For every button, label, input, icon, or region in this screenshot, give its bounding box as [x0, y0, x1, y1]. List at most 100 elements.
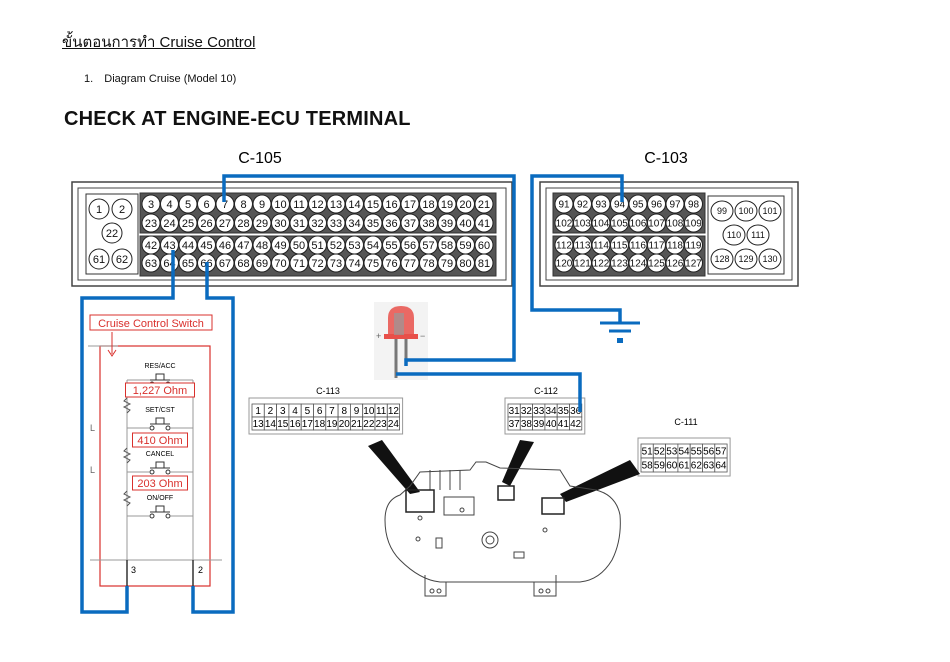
pin-label: 12	[311, 199, 323, 211]
diagram-title: CHECK AT ENGINE-ECU TERMINAL	[64, 108, 411, 130]
c113-pin-9: 9	[349, 403, 364, 418]
pin-label: 5	[305, 406, 311, 417]
pin-label: 1	[255, 406, 261, 417]
pin-label: 19	[441, 199, 453, 211]
pin-label: 46	[219, 240, 231, 252]
c111-pin-59: 59	[652, 457, 666, 473]
c105-pin-40: 40	[456, 213, 475, 233]
pin-label: 4	[166, 199, 172, 211]
pin-label: 27	[219, 218, 231, 230]
pin-label: 54	[367, 240, 379, 252]
pin-label: 62	[116, 254, 128, 266]
c103-pin-91: 91	[554, 194, 574, 214]
pin-label: 55	[385, 240, 397, 252]
pin-label: 81	[478, 258, 490, 270]
button-label: CANCEL	[146, 451, 175, 458]
c113-pin-5: 5	[300, 403, 314, 418]
c105-pin-53: 53	[345, 235, 364, 255]
pin-label: 11	[376, 406, 387, 417]
c103-pin-98: 98	[684, 194, 703, 214]
pin-label: 31	[509, 406, 521, 417]
pin-label: 117	[649, 241, 665, 252]
c105-pin-5: 5	[178, 194, 198, 214]
pin-label: 126	[667, 259, 684, 270]
c113-pin-6: 6	[313, 403, 327, 418]
pin-label: 91	[558, 200, 570, 211]
pin-label: 48	[256, 240, 268, 252]
c105-pin-13: 13	[326, 194, 346, 214]
c113-pin-14: 14	[263, 416, 277, 431]
pin-label: 7	[329, 406, 335, 417]
pin-label: 15	[367, 199, 379, 211]
pin-label: 97	[669, 200, 681, 211]
pin-label: 33	[330, 218, 342, 230]
button-label: RES/ACC	[144, 363, 175, 370]
pointer-c111	[560, 460, 640, 502]
c113-pin-20: 20	[337, 416, 351, 431]
pin-label: 61	[678, 461, 690, 472]
pin-label: 60	[666, 461, 678, 472]
c103-pin-111: 111	[746, 224, 770, 246]
pin-label: 12	[388, 406, 400, 417]
c112-pin-31: 31	[507, 403, 521, 418]
c112-pin-40: 40	[544, 416, 558, 431]
pin-label: 67	[219, 258, 231, 270]
c112-pin-35: 35	[556, 403, 570, 418]
pin-label: 74	[348, 258, 360, 270]
pin-label: 62	[691, 461, 703, 472]
pin-label: 52	[654, 447, 666, 458]
c112-pin-34: 34	[544, 403, 558, 418]
c105-pin-78: 78	[419, 253, 438, 273]
c105-pin-56: 56	[400, 235, 420, 255]
pin-label: 51	[311, 240, 323, 252]
led-tester: + −	[374, 302, 428, 380]
pin-label: 65	[182, 258, 194, 270]
pin-label: 5	[185, 199, 191, 211]
pin-label: 13	[253, 419, 265, 430]
c105-pin-51: 51	[308, 235, 327, 255]
c105-pin-11: 11	[289, 194, 309, 214]
pin-label: 20	[459, 199, 471, 211]
led-plus-label: +	[376, 331, 381, 341]
c105-pin-67: 67	[215, 253, 235, 273]
c105-pin-9: 9	[252, 194, 272, 214]
c105-pin-2: 2	[111, 198, 133, 220]
c111-label: C-111	[674, 417, 697, 427]
c103-pin-128: 128	[710, 248, 734, 270]
pin-label: 45	[200, 240, 212, 252]
pin-label: 111	[751, 230, 765, 240]
c103-pin-97: 97	[665, 194, 685, 214]
c105-pin-81: 81	[474, 253, 494, 273]
c105-label: C-105	[238, 150, 282, 167]
c105-pin-60: 60	[474, 235, 494, 255]
c105-pin-41: 41	[474, 213, 494, 233]
pin-label: 4	[292, 406, 298, 417]
pin-label: 13	[330, 199, 342, 211]
pin-label: 42	[570, 419, 582, 430]
pin-label: 106	[630, 219, 647, 230]
pin-label: 61	[93, 254, 105, 266]
c111-pin-63: 63	[702, 457, 716, 473]
arrow-down-icon	[107, 332, 117, 357]
c111-pin-51: 51	[640, 443, 654, 459]
pin-label: 3	[280, 406, 286, 417]
c103-pin-115: 115	[610, 235, 629, 255]
button-label: ON/OFF	[147, 495, 173, 502]
c105-pin-34: 34	[345, 213, 364, 233]
c113-pin-15: 15	[276, 416, 290, 431]
svg-text:1,227 Ohm: 1,227 Ohm	[133, 385, 187, 397]
c103-pin-113: 113	[573, 235, 592, 255]
pin-label: 58	[642, 461, 654, 472]
c105-pin-24: 24	[160, 213, 179, 233]
pin-label: 92	[577, 200, 589, 211]
wires	[80, 174, 624, 614]
step-text: Diagram Cruise (Model 10)	[104, 73, 237, 85]
c103-pin-117: 117	[647, 235, 666, 255]
c103-pin-120: 120	[554, 253, 574, 273]
c105-pin-8: 8	[234, 194, 253, 214]
c103-label: C-103	[644, 150, 688, 167]
c105-pin-71: 71	[289, 253, 309, 273]
c103-pin-122: 122	[591, 253, 611, 273]
